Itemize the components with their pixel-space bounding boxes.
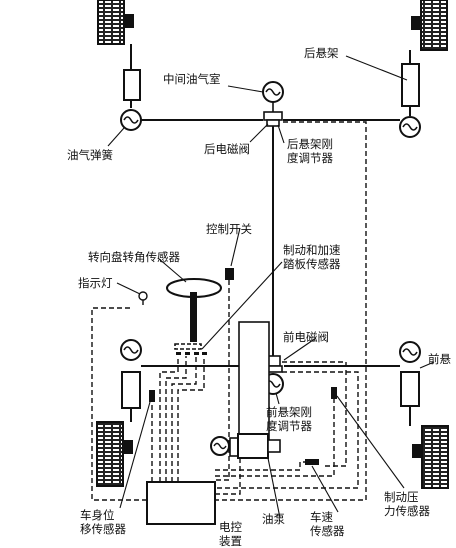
steering-angle-sensor [176, 352, 207, 355]
strut-rear-right [401, 50, 420, 116]
gas-spring-rear-left [120, 109, 142, 131]
strut-front-left [121, 371, 141, 422]
brake-pressure-sensor [331, 387, 337, 399]
label-rear-suspension: 后悬架 [304, 46, 339, 60]
gas-spring-rear-right [399, 116, 421, 138]
wheel-rear-left [97, 0, 134, 45]
body-displacement-sensor [149, 390, 155, 402]
middle-air-chamber [262, 81, 284, 103]
wheel-rear-right [411, 0, 448, 51]
indicator-light [138, 291, 148, 301]
speed-sensor [305, 459, 319, 465]
steering-wheel [166, 278, 222, 350]
control-switch [225, 268, 234, 280]
gas-spring-front-right [399, 341, 421, 363]
label-ecu: 电控 装置 [219, 520, 242, 548]
wheel-front-left [96, 421, 133, 487]
wiring [91, 121, 367, 501]
label-rear-solenoid-valve: 后电磁阀 [204, 142, 250, 156]
oil-pump [210, 433, 281, 459]
wheel-front-right [412, 425, 449, 489]
gas-spring-front-left [120, 339, 142, 361]
label-middle-air-chamber: 中间油气室 [163, 72, 221, 86]
label-front-suspension: 前悬 [428, 352, 451, 366]
leader-lines [107, 55, 435, 519]
label-brake-pressure-sensor: 制动压 力传感器 [384, 490, 430, 518]
label-front-solenoid-valve: 前电磁阀 [283, 330, 329, 344]
strut-rear-left [123, 44, 141, 108]
strut-front-right [400, 371, 420, 426]
label-rear-stiffness-regulator: 后悬架刚 度调节器 [287, 137, 333, 165]
label-brake-accel-pedal-sensor: 制动和加速 踏板传感器 [283, 243, 341, 271]
ecu-box [146, 481, 216, 525]
label-oil-pump: 油泵 [262, 512, 285, 526]
label-body-displacement-sensor: 车身位 移传感器 [80, 508, 126, 536]
label-front-stiffness-regulator: 前悬架刚 度调节器 [266, 405, 312, 433]
rear-solenoid-valve [263, 102, 283, 127]
label-control-switch: 控制开关 [206, 222, 252, 236]
label-indicator-light: 指示灯 [78, 276, 113, 290]
label-gas-oil-spring: 油气弹簧 [67, 148, 113, 162]
label-steering-angle-sensor: 转向盘转角传感器 [88, 250, 180, 264]
reservoir [238, 321, 270, 443]
label-speed-sensor: 车速 传感器 [310, 510, 345, 538]
